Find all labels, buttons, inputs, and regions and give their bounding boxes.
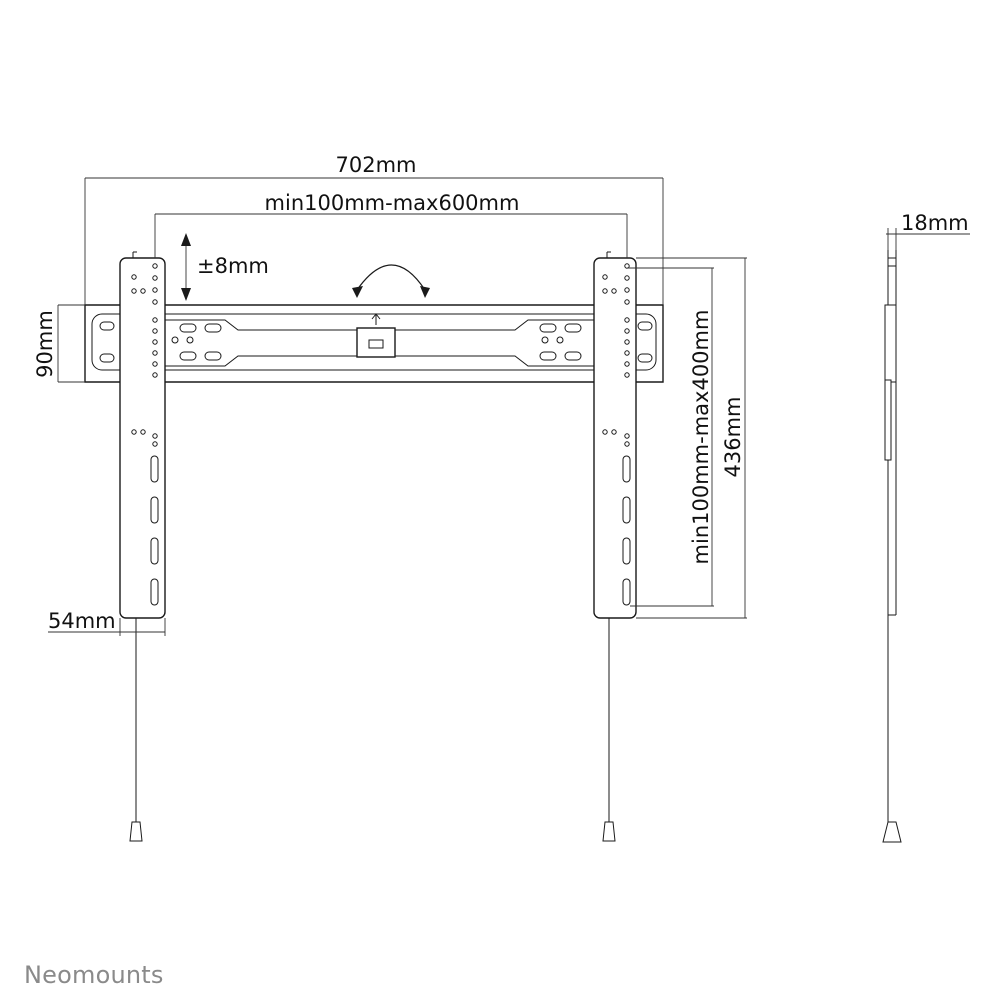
brand-logo: Neomounts — [24, 961, 164, 989]
dim-vertical-adjust — [181, 233, 191, 301]
label-depth: 18mm — [901, 211, 969, 235]
label-strip-height: 436mm — [721, 397, 745, 478]
right-vertical-strip — [593, 251, 637, 619]
dim-rail-height — [57, 304, 85, 383]
dim-strip-width — [48, 618, 166, 636]
dim-overall-width — [84, 177, 664, 305]
label-vertical-adjust: ±8mm — [197, 254, 269, 278]
label-rail-height: 90mm — [33, 310, 57, 378]
left-vertical-strip — [119, 251, 166, 619]
rotate-arrow-icon — [352, 264, 430, 298]
dim-vesa-horizontal — [154, 213, 628, 258]
left-pull-cord — [129, 618, 143, 842]
label-overall-width: 702mm — [336, 153, 417, 177]
label-vesa-horizontal: min100mm-max600mm — [265, 191, 520, 215]
label-strip-width: 54mm — [48, 609, 116, 633]
label-vesa-vertical: min100mm-max400mm — [689, 310, 713, 565]
side-view — [882, 250, 902, 843]
dim-depth — [886, 228, 970, 250]
dim-vesa-vertical — [627, 267, 714, 607]
dim-strip-height — [636, 257, 747, 619]
center-level-block — [356, 313, 396, 358]
right-pull-cord — [602, 618, 616, 842]
